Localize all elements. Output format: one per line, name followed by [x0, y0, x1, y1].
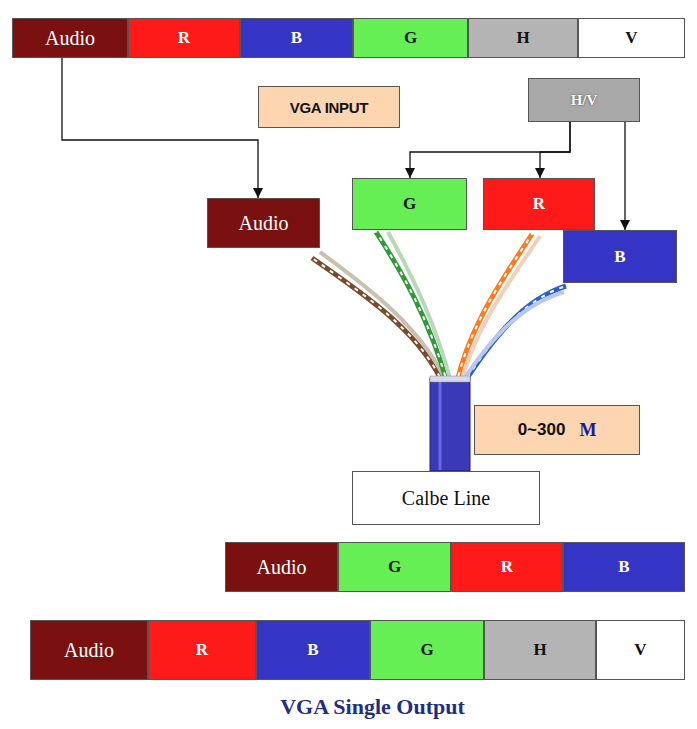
red-channel: R [451, 542, 563, 592]
blue-channel: B [256, 620, 370, 680]
text-group: R [533, 194, 545, 214]
text-group: G [420, 640, 433, 660]
blue-white-wire [458, 292, 564, 388]
red-channel: R [128, 18, 240, 58]
box-label: V [625, 28, 637, 48]
box-label: R [196, 640, 208, 660]
sync-box: H/V [528, 78, 640, 122]
audio-channel: Audio [30, 620, 148, 680]
blue-pair: B [563, 230, 677, 283]
box-label: M [579, 420, 596, 441]
text-group: R [501, 557, 513, 577]
box-label: H [516, 28, 529, 48]
cable-label-box: Calbe Line [352, 471, 540, 525]
red-channel: R [148, 620, 256, 680]
audio-channel: Audio [225, 542, 338, 592]
wire-stripe [462, 286, 566, 386]
caption: VGA Single Output [200, 694, 545, 720]
box-label: R [501, 557, 513, 577]
green-wire [376, 232, 448, 386]
box-label: V [634, 640, 646, 660]
box-label: B [618, 557, 629, 577]
text-group: 0~300 M [518, 420, 597, 441]
text-group: G [388, 557, 401, 577]
text-group: G [403, 194, 416, 214]
box-label: Calbe Line [402, 487, 490, 510]
red-pair: R [483, 178, 595, 230]
box-label: G [404, 28, 417, 48]
box-label: B [291, 28, 302, 48]
box-label: G [403, 194, 416, 214]
input-label-box: VGA INPUT [258, 86, 400, 128]
green-channel: G [353, 18, 468, 58]
box-label: 0~300 [518, 420, 566, 440]
blue-wire [462, 286, 566, 386]
signal-connector [62, 58, 258, 198]
text-group: Audio [257, 556, 307, 579]
vsync-channel: V [578, 18, 685, 58]
text-group: H [533, 640, 546, 660]
vsync-channel: V [596, 620, 685, 680]
box-label: G [420, 640, 433, 660]
box-label: Audio [257, 556, 307, 579]
green-white-wire [388, 232, 452, 386]
box-label: Audio [45, 27, 95, 50]
text-group: B [291, 28, 302, 48]
jacket-cut [430, 376, 470, 382]
green-channel: G [338, 542, 451, 592]
box-label: B [614, 247, 625, 267]
text-group: Audio [239, 212, 289, 235]
text-group: Audio [45, 27, 95, 50]
audio-pair: Audio [207, 198, 320, 248]
signal-connector [624, 122, 625, 230]
box-label: H [533, 640, 546, 660]
wire-stripe [376, 232, 448, 386]
box-label: Audio [64, 639, 114, 662]
text-group: R [196, 640, 208, 660]
signal-connector [540, 122, 570, 178]
hsync-channel: H [468, 18, 578, 58]
green-pair: G [352, 178, 467, 230]
text-group: B [614, 247, 625, 267]
text-group: H [516, 28, 529, 48]
box-label: R [178, 28, 190, 48]
text-group: B [618, 557, 629, 577]
text-group: G [404, 28, 417, 48]
jacket-highlight [439, 382, 442, 470]
text-group: H/V [571, 92, 598, 109]
twisted-pairs [312, 232, 566, 388]
text-group: V [625, 28, 637, 48]
box-label: Audio [239, 212, 289, 235]
cable-jacket [430, 378, 470, 471]
box-label: H/V [571, 92, 598, 109]
signal-connector [410, 122, 570, 178]
text-group: VGA INPUT [290, 99, 368, 116]
box-label: R [533, 194, 545, 214]
box-label: VGA INPUT [290, 99, 368, 116]
text-group: R [178, 28, 190, 48]
text-group: V [634, 640, 646, 660]
box-label: G [388, 557, 401, 577]
text-group: B [307, 640, 318, 660]
box-label: B [307, 640, 318, 660]
audio-channel: Audio [12, 18, 128, 58]
text-group: Audio [64, 639, 114, 662]
blue-channel: B [240, 18, 353, 58]
blue-channel: B [563, 542, 685, 592]
hsync-channel: H [484, 620, 596, 680]
distance-box: 0~300 M [474, 405, 640, 455]
text-group: Calbe Line [402, 487, 490, 510]
green-channel: G [370, 620, 484, 680]
